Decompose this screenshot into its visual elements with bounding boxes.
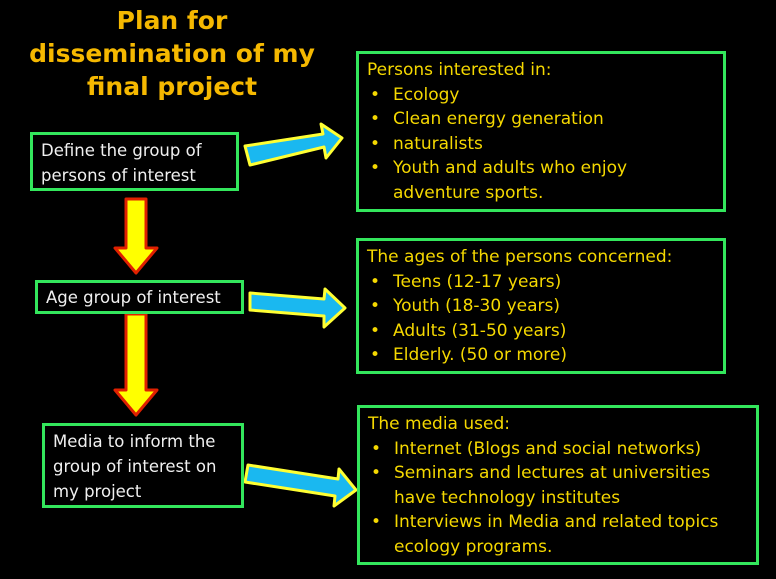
title-line-3: final project	[86, 72, 258, 101]
diagram-title: Plan for dissemination of my final proje…	[14, 4, 330, 103]
title-line-2: dissemination of my	[29, 39, 315, 68]
list-item: Internet (Blogs and social networks)	[368, 437, 748, 462]
down-arrow-2	[113, 312, 159, 417]
list-item: Clean energy generation	[367, 107, 715, 132]
list-item: naturalists	[367, 132, 715, 157]
title-line-1: Plan for	[116, 6, 228, 35]
detail-box-persons: Persons interested in: Ecology Clean ene…	[356, 51, 726, 212]
list-item: Teens (12-17 years)	[367, 270, 715, 295]
right-arrow-3	[243, 463, 358, 508]
step-label: Define the group of persons of interest	[41, 141, 202, 185]
list-item: Elderly. (50 or more)	[367, 343, 715, 368]
list-item: Youth and adults who enjoy adventure spo…	[367, 156, 715, 205]
step-label: Media to inform the group of interest on…	[53, 432, 217, 501]
step-box-define-group: Define the group of persons of interest	[30, 132, 239, 191]
step-box-age-group: Age group of interest	[35, 280, 244, 314]
right-arrow-2	[248, 287, 347, 329]
list-item: Ecology	[367, 83, 715, 108]
detail-list: Ecology Clean energy generation naturali…	[367, 83, 715, 206]
detail-heading: Persons interested in:	[367, 60, 552, 80]
list-item: Seminars and lectures at universities ha…	[368, 461, 748, 510]
right-arrow-1	[243, 122, 344, 167]
detail-box-media: The media used: Internet (Blogs and soci…	[357, 405, 759, 565]
detail-box-ages: The ages of the persons concerned: Teens…	[356, 238, 726, 374]
list-item: Adults (31-50 years)	[367, 319, 715, 344]
list-item: Youth (18-30 years)	[367, 294, 715, 319]
down-arrow-1	[113, 197, 159, 275]
step-box-media: Media to inform the group of interest on…	[42, 423, 244, 508]
detail-list: Internet (Blogs and social networks) Sem…	[368, 437, 748, 560]
detail-list: Teens (12-17 years) Youth (18-30 years) …	[367, 270, 715, 368]
step-label: Age group of interest	[46, 288, 221, 307]
detail-heading: The ages of the persons concerned:	[367, 247, 673, 267]
detail-heading: The media used:	[368, 414, 510, 434]
list-item: Interviews in Media and related topics e…	[368, 510, 748, 559]
